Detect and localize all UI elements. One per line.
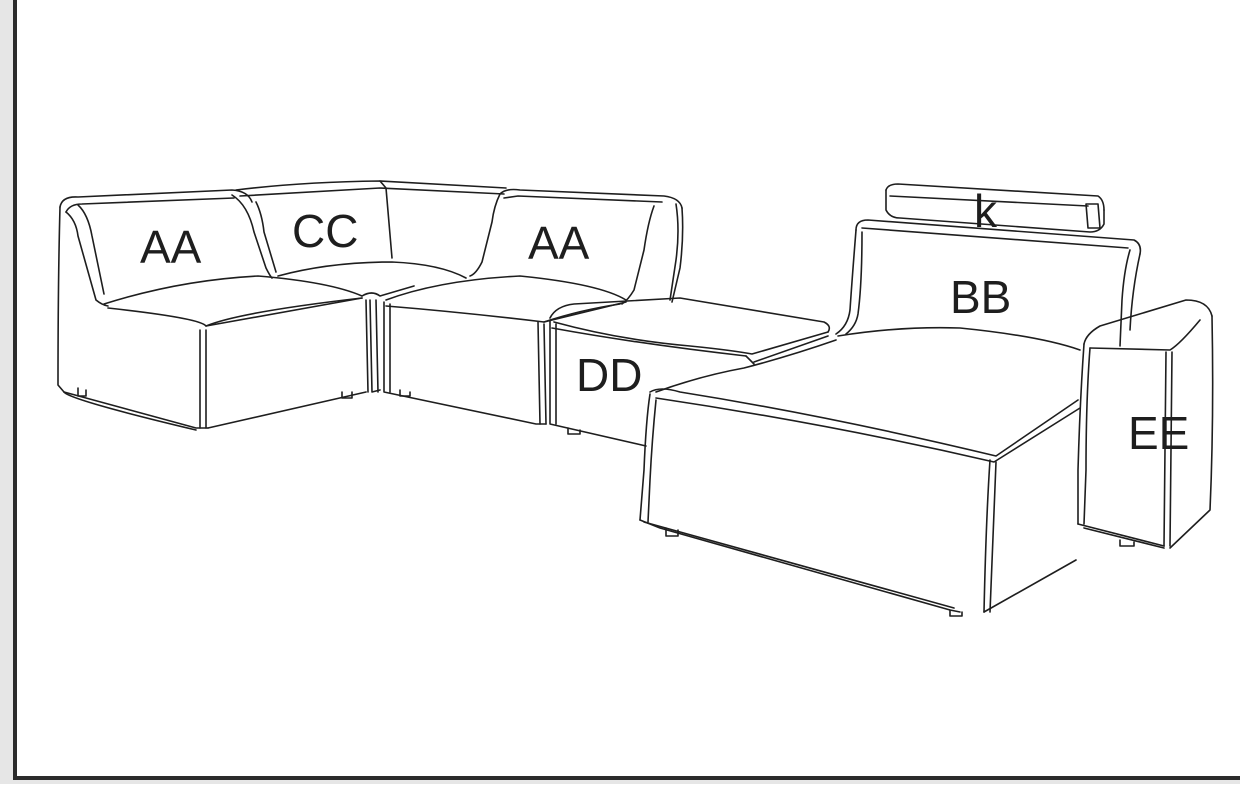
label-k: k (974, 185, 997, 237)
module-ee (1077, 299, 1214, 549)
label-ee: EE (1128, 407, 1190, 459)
bottom-margin (0, 784, 1240, 798)
label-dd: DD (576, 349, 643, 401)
label-bb: BB (950, 271, 1012, 323)
drawing-panel (13, 0, 1240, 780)
label-cc: CC (292, 205, 359, 257)
label-aa-left: AA (140, 221, 202, 273)
module-k (885, 183, 1105, 233)
module-bb (639, 219, 1142, 617)
label-aa-right: AA (528, 217, 590, 269)
module-dd (549, 297, 831, 447)
module-cc (235, 180, 507, 393)
left-margin (0, 0, 8, 798)
module-aa-left (57, 189, 369, 431)
